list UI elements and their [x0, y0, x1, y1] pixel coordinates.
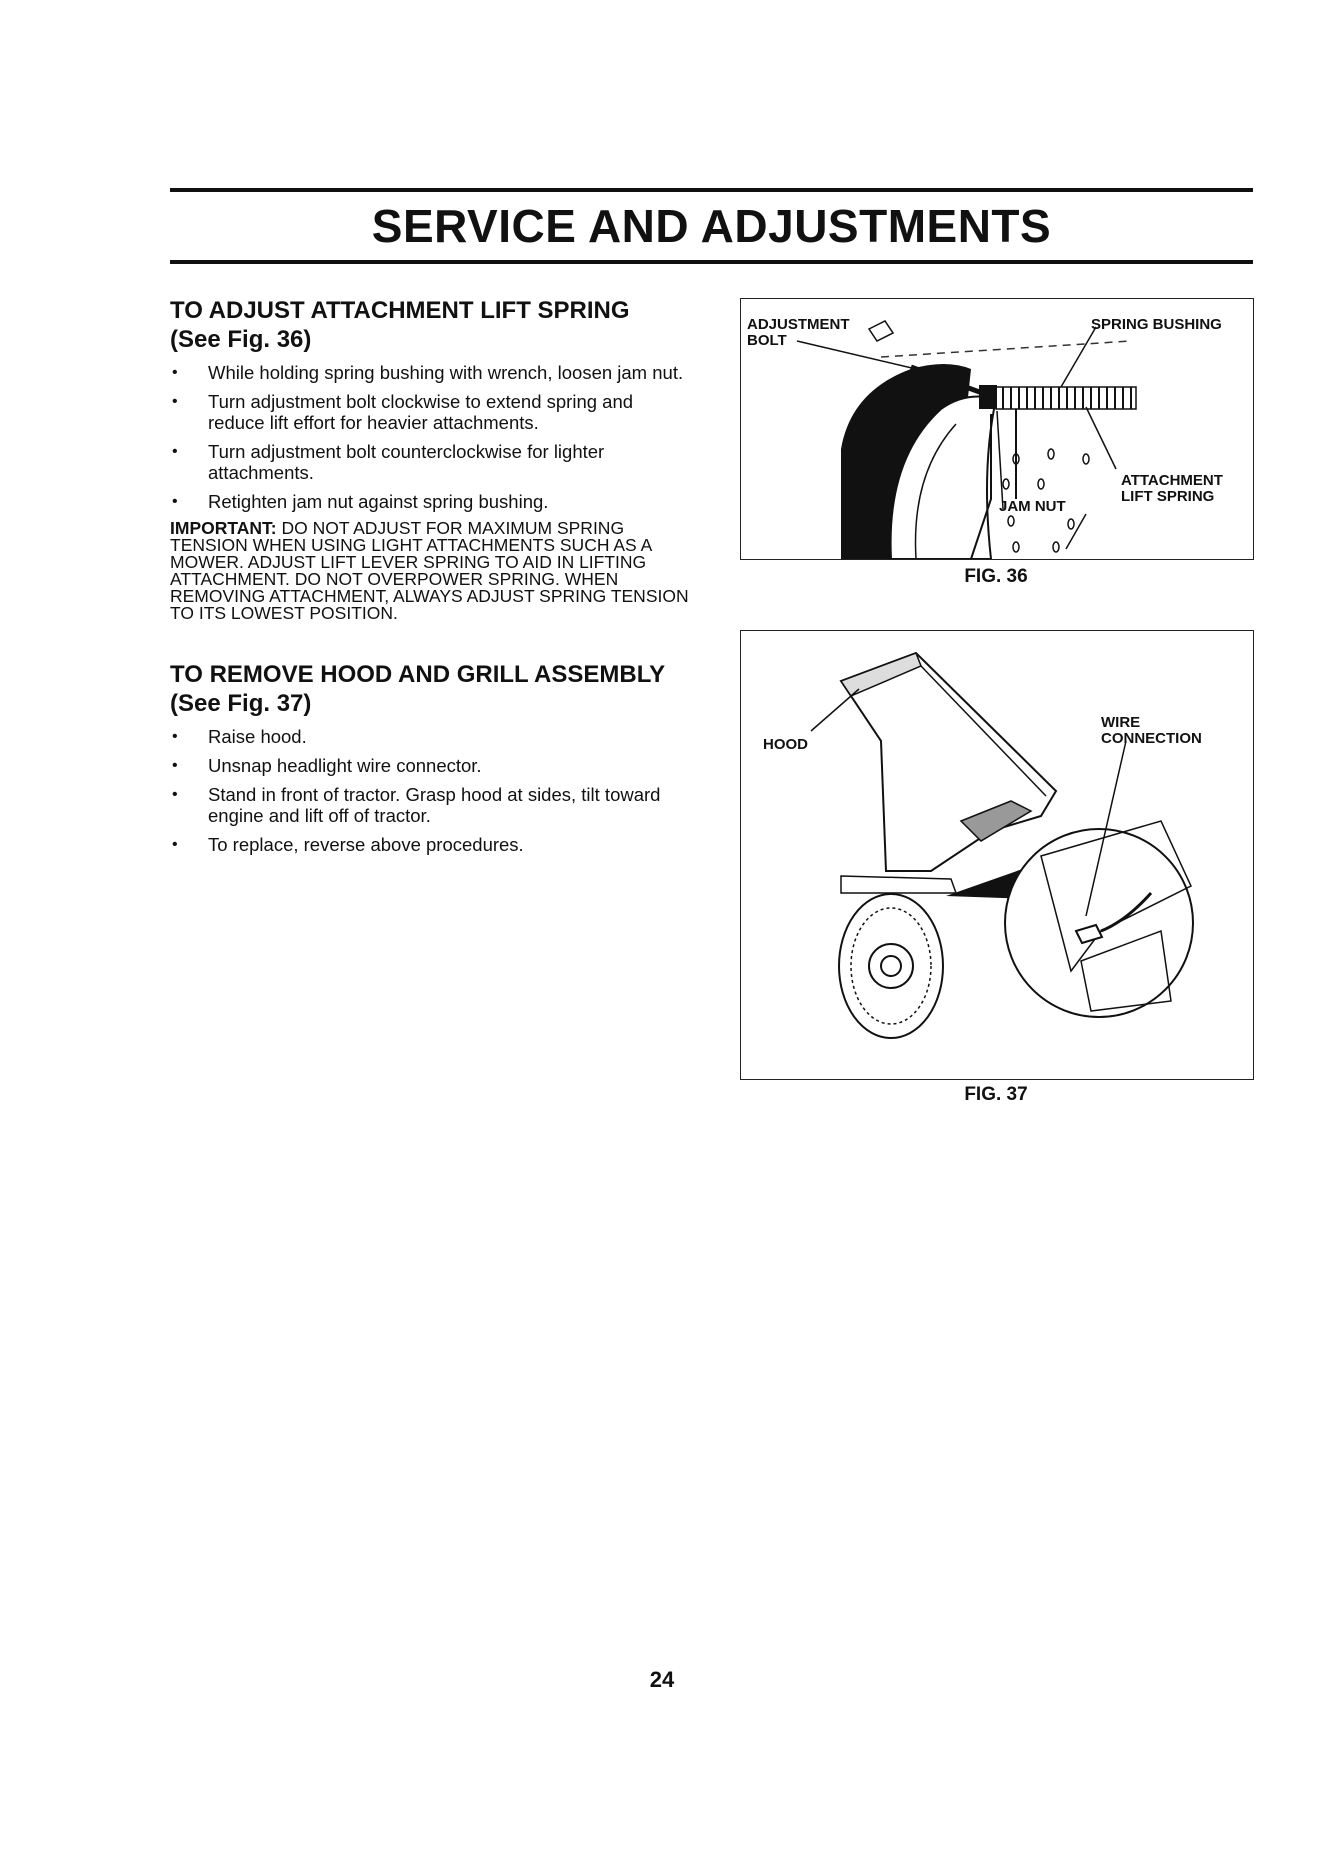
- list-item: Raise hood.: [170, 726, 690, 747]
- figure-36-caption: FIG. 36: [964, 566, 1028, 587]
- hood-crease: [920, 665, 1047, 797]
- section-subheading: (See Fig. 37): [170, 690, 312, 717]
- page-number: 24: [649, 1667, 675, 1692]
- label-attachment-lift-spring: ATTACHMENT: [1121, 472, 1223, 489]
- fig36-illustration: ADJUSTMENT BOLT SPRING BUSHING ATTACHMEN…: [747, 316, 1223, 559]
- wrench-outline: [867, 320, 895, 342]
- list-item: While holding spring bushing with wrench…: [170, 362, 690, 383]
- list-item: Turn adjustment bolt counterclockwise fo…: [170, 441, 690, 483]
- important-note: IMPORTANT: DO NOT ADJUST FOR MAXIMUM SPR…: [170, 518, 690, 623]
- wheel-hub: [868, 943, 914, 989]
- header-rule-bottom: [170, 260, 1253, 264]
- important-label: IMPORTANT:: [170, 518, 277, 538]
- label-adjustment-bolt: ADJUSTMENT: [747, 316, 850, 333]
- detail-bracket: [1080, 929, 1172, 1012]
- figure-36: ADJUSTMENT BOLT SPRING BUSHING ATTACHMEN…: [740, 298, 1254, 560]
- tractor-frame: [840, 875, 958, 894]
- section-subheading: (See Fig. 36): [170, 326, 312, 353]
- page-title: SERVICE AND ADJUSTMENTS: [371, 200, 1052, 252]
- list-item: Stand in front of tractor. Grasp hood at…: [170, 784, 690, 826]
- tire-tread: [850, 907, 932, 1025]
- lift-spring: [995, 386, 1137, 410]
- section-heading: TO REMOVE HOOD AND GRILL ASSEMBLY: [170, 661, 666, 688]
- jam-nut-shape: [979, 385, 997, 409]
- wire: [1100, 892, 1153, 933]
- figure-37-caption: FIG. 37: [964, 1084, 1028, 1105]
- wheel-center: [880, 955, 902, 977]
- wire-connector: [1074, 923, 1104, 945]
- important-text: DO NOT ADJUST FOR MAXIMUM SPRING TENSION…: [170, 518, 689, 623]
- rim-line: [914, 423, 957, 559]
- frame-holes: [1002, 448, 1090, 553]
- frame-outline: [880, 340, 1132, 358]
- label-spring-bushing: SPRING BUSHING: [1091, 316, 1222, 333]
- list-item: To replace, reverse above procedures.: [170, 834, 690, 855]
- label-wire-connection: CONNECTION: [1101, 730, 1202, 747]
- label-hood: HOOD: [763, 736, 808, 753]
- instruction-list: Raise hood. Unsnap headlight wire connec…: [170, 726, 690, 855]
- label-adjustment-bolt: BOLT: [747, 332, 787, 349]
- list-item: Unsnap headlight wire connector.: [170, 755, 690, 776]
- section-adjust-lift-spring: TO ADJUST ATTACHMENT LIFT SPRING (See Fi…: [170, 296, 690, 622]
- label-wire-connection: WIRE: [1101, 714, 1140, 731]
- figure-37: HOOD WIRE CONNECTION: [740, 630, 1254, 1080]
- header-rule-top: [170, 188, 1253, 192]
- grill-shape: [959, 800, 1033, 842]
- instruction-list: While holding spring bushing with wrench…: [170, 362, 690, 512]
- detail-circle: [1004, 828, 1194, 1018]
- leader-lines: [796, 326, 1117, 550]
- bracket: [970, 404, 1017, 559]
- label-attachment-lift-spring: LIFT SPRING: [1121, 488, 1214, 505]
- list-item: Turn adjustment bolt clockwise to extend…: [170, 391, 690, 433]
- leader-lines: [810, 688, 1127, 917]
- detail-hood-edge: [1040, 820, 1192, 973]
- fig37-illustration: HOOD WIRE CONNECTION: [763, 651, 1202, 1039]
- label-jam-nut: JAM NUT: [999, 498, 1066, 515]
- list-item: Retighten jam nut against spring bushing…: [170, 491, 690, 512]
- section-heading: TO ADJUST ATTACHMENT LIFT SPRING: [170, 297, 630, 324]
- section-remove-hood: TO REMOVE HOOD AND GRILL ASSEMBLY (See F…: [170, 660, 690, 863]
